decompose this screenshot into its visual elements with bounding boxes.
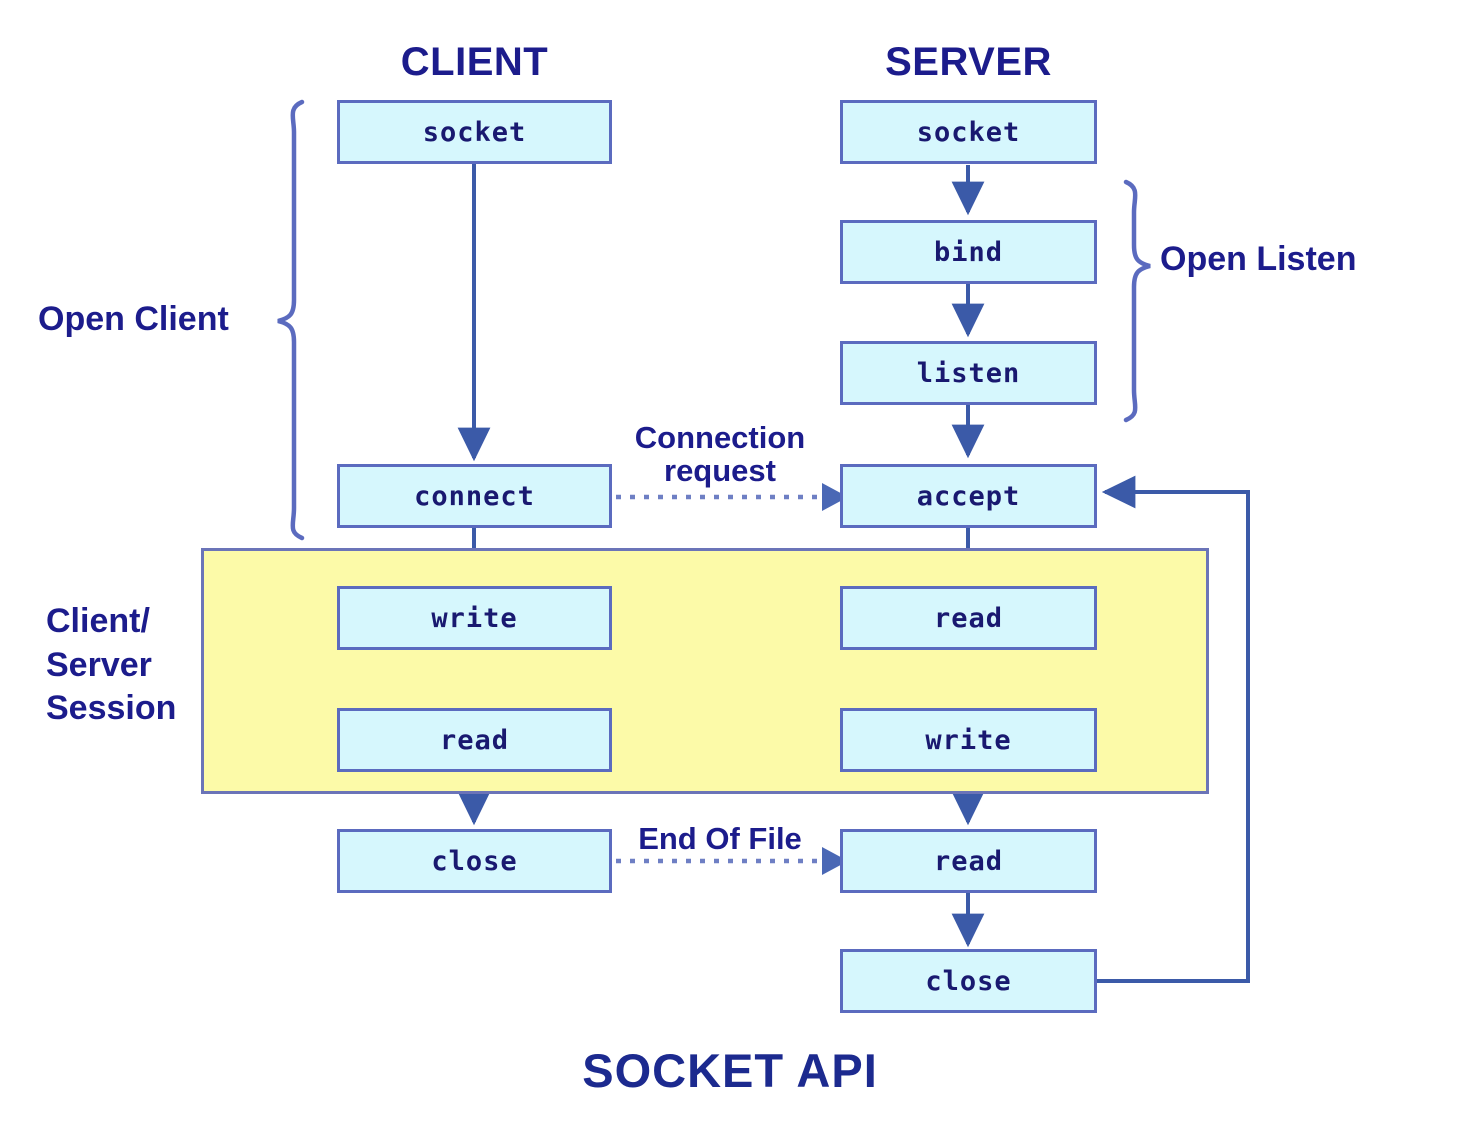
group-label-open-listen: Open Listen — [1160, 240, 1357, 278]
edge-label-connection-request: Connection request — [634, 420, 806, 488]
group-label-client-server-session: Client/ Server Session — [46, 602, 177, 728]
node-server-close[interactable]: close — [840, 949, 1097, 1013]
node-server-read[interactable]: read — [840, 586, 1097, 650]
column-header-client: CLIENT — [400, 40, 549, 84]
node-client-socket[interactable]: socket — [337, 100, 612, 164]
edge-label-end-of-file: End Of File — [638, 821, 802, 856]
node-server-read2[interactable]: read — [840, 829, 1097, 893]
node-client-close[interactable]: close — [337, 829, 612, 893]
node-client-read[interactable]: read — [337, 708, 612, 772]
node-server-write[interactable]: write — [840, 708, 1097, 772]
node-client-connect[interactable]: connect — [337, 464, 612, 528]
node-server-listen[interactable]: listen — [840, 341, 1097, 405]
node-server-socket[interactable]: socket — [840, 100, 1097, 164]
brace-open-listen — [1123, 179, 1151, 423]
node-server-bind[interactable]: bind — [840, 220, 1097, 284]
column-header-server: SERVER — [885, 40, 1052, 84]
group-label-open-client: Open Client — [38, 300, 229, 338]
diagram-title: SOCKET API — [582, 1044, 878, 1097]
node-client-write[interactable]: write — [337, 586, 612, 650]
node-server-accept[interactable]: accept — [840, 464, 1097, 528]
brace-open-client — [277, 99, 305, 541]
